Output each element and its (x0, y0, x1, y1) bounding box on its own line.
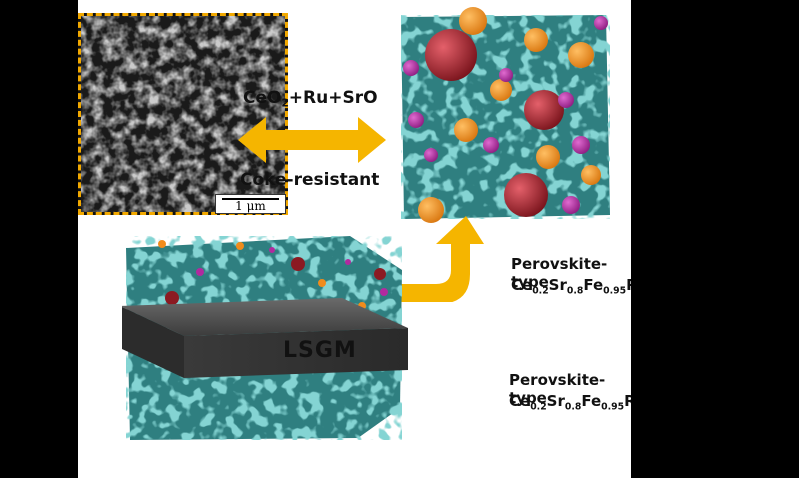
curved-arrow-icon (400, 216, 484, 302)
scale-bar-label: 1 μm (235, 199, 266, 213)
scale-bar-line (222, 198, 279, 200)
label-1-formula: Ce0.2Sr0.8Fe0.95Ru (511, 276, 648, 297)
reaction-species: CeO2+Ru+SrO (243, 88, 378, 110)
label-1-title: Perovskite-type (511, 255, 608, 291)
species-rest: +Ru+SrO (288, 88, 378, 108)
cell-cube (122, 236, 408, 440)
diagram-canvas: 1 μm CeO2+Ru+SrO Coke-resistant (78, 0, 648, 478)
species-ceo2: CeO2 (243, 88, 289, 110)
label-2-formula: Ce0.2Sr0.8Fe0.95Ru (509, 392, 646, 413)
right-black-margin (631, 0, 799, 478)
scale-bar: 1 μm (215, 194, 286, 214)
double-arrow-icon (238, 117, 386, 163)
sem-micrograph-inset: 1 μm (78, 13, 288, 215)
coke-resistant-label: Coke-resistant (240, 170, 380, 190)
sem-texture (81, 16, 285, 212)
label-2-title: Perovskite-type (509, 371, 606, 407)
electrolyte-label: LSGM (283, 338, 357, 363)
zoomed-anode-cube (401, 7, 610, 223)
